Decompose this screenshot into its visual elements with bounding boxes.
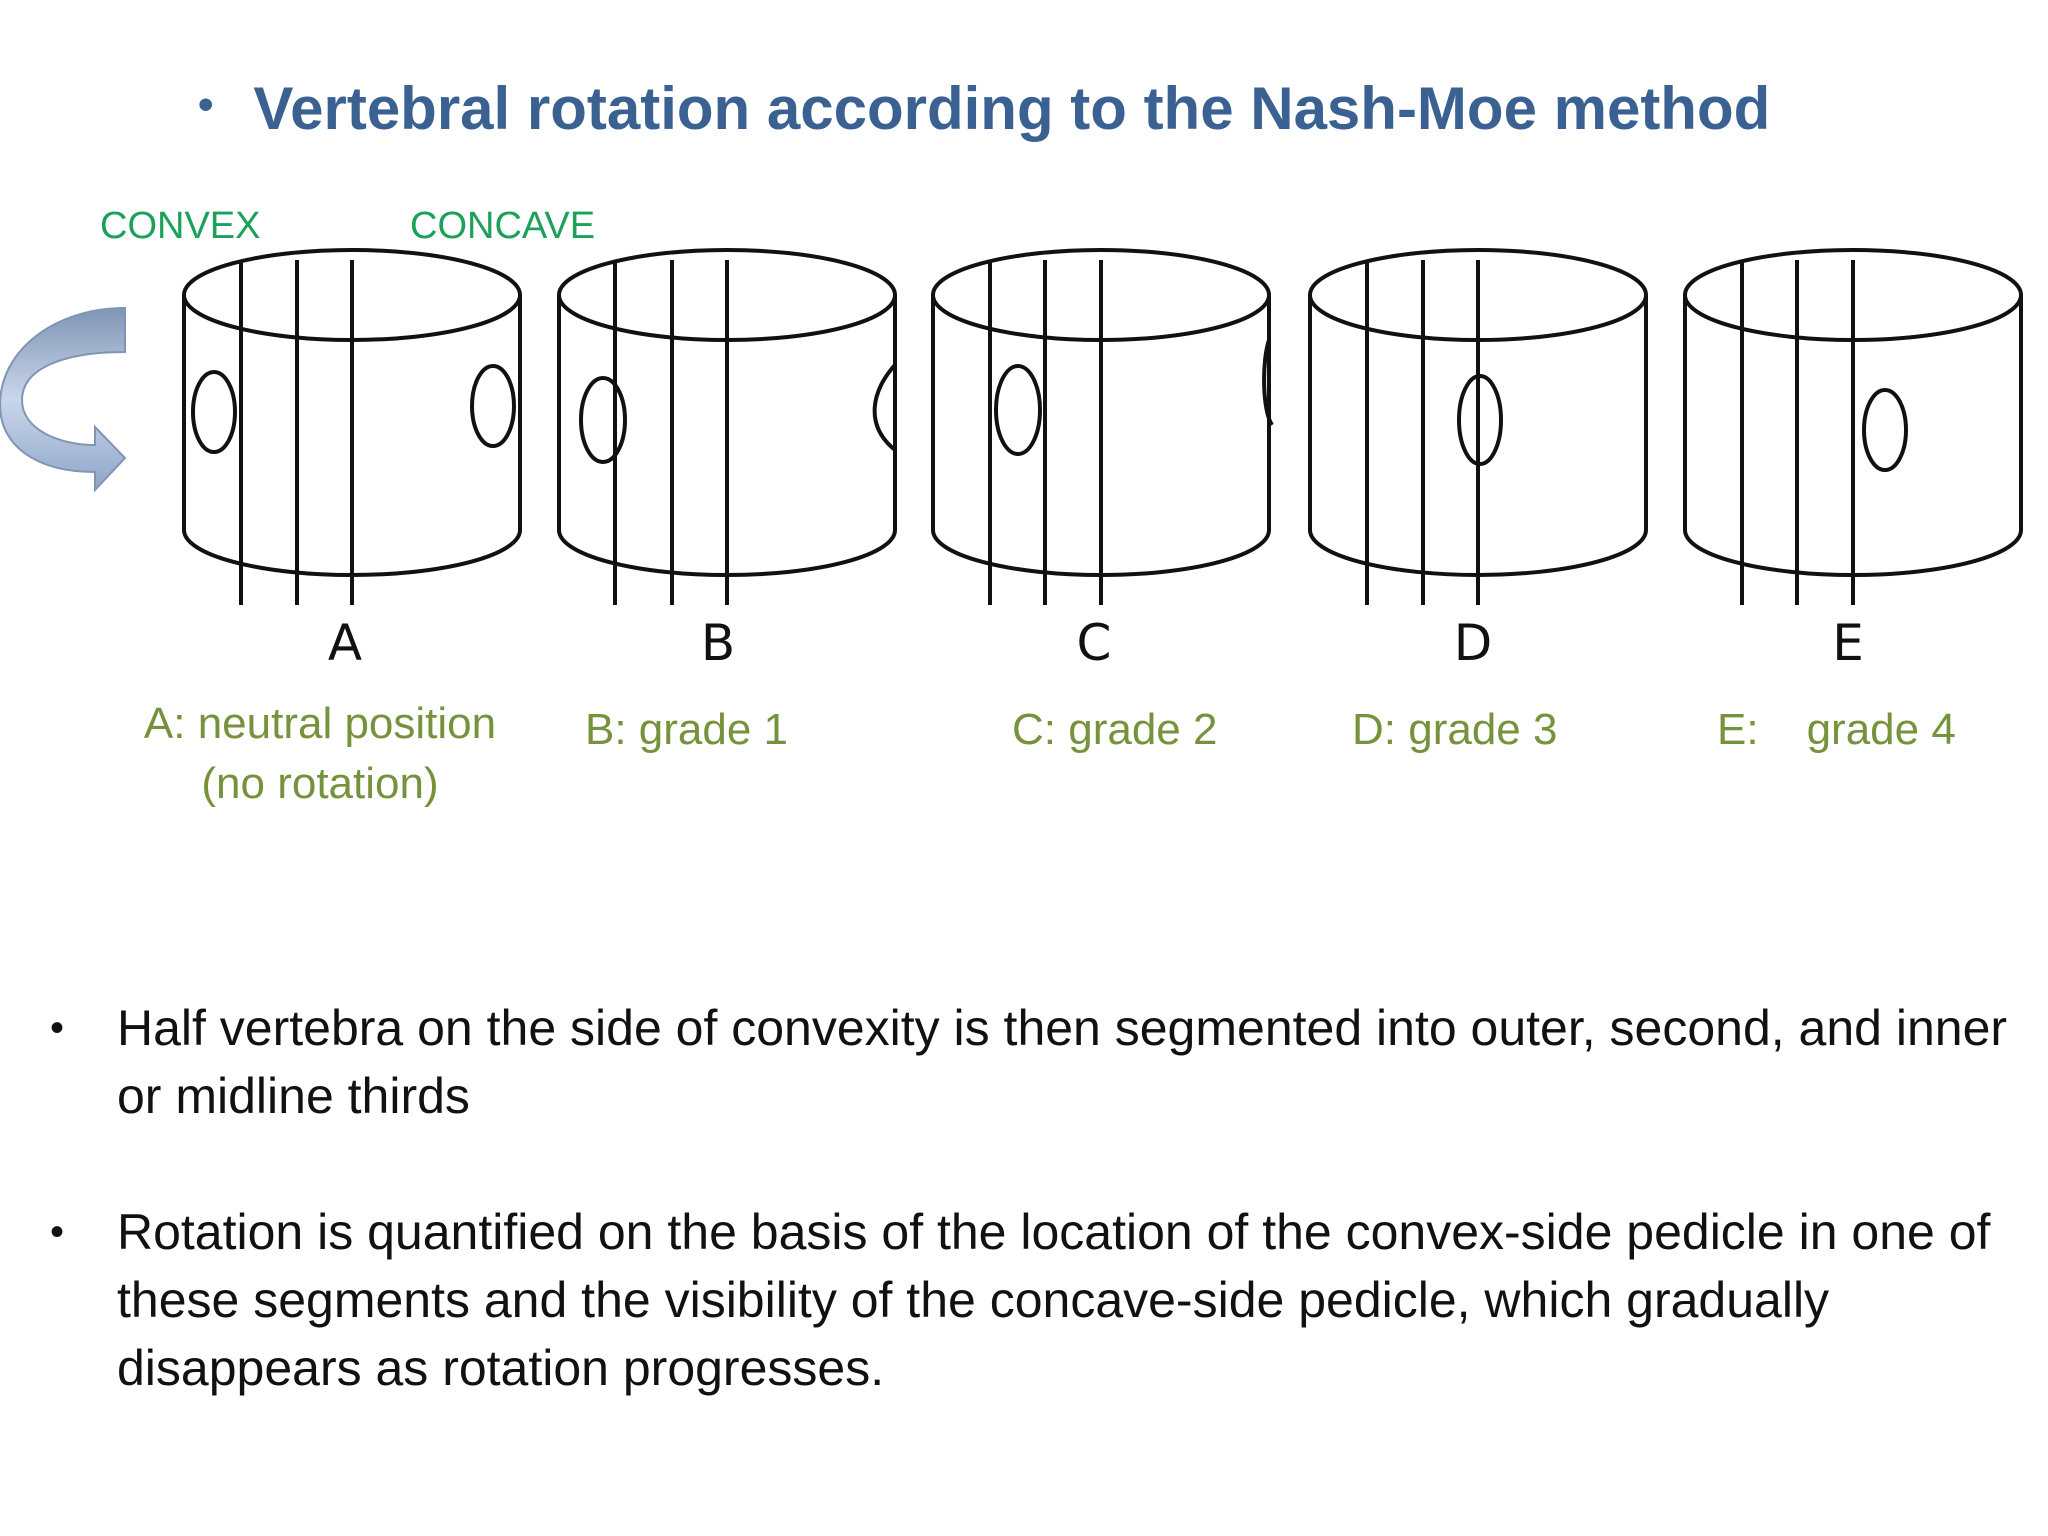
panel-e-vertebra <box>1683 248 2023 605</box>
concave-label: CONCAVE <box>410 205 596 247</box>
bullet-item: • Half vertebra on the side of convexity… <box>50 994 2030 1130</box>
caption-a-line1: A: neutral position <box>143 699 497 748</box>
panel-a-vertebra <box>182 248 522 605</box>
panel-e-letter: E <box>1832 614 1864 672</box>
panel-d-letter: D <box>1454 614 1493 672</box>
caption-d: D: grade 3 <box>1352 705 1558 754</box>
panel-a-letter: A <box>328 614 362 672</box>
panel-b-vertebra <box>557 248 897 605</box>
caption-e: E: grade 4 <box>1717 700 1956 760</box>
panel-c-letter: C <box>1077 614 1112 672</box>
convex-label: CONVEX <box>100 205 261 247</box>
caption-e-prefix: E: <box>1717 705 1759 754</box>
caption-a: A: neutral position (no rotation) <box>120 694 520 814</box>
caption-c: C: grade 2 <box>1012 705 1218 754</box>
rotation-arrow-icon <box>0 306 127 493</box>
title-text: Vertebral rotation according to the Nash… <box>253 75 1771 142</box>
bullet-dot: • <box>50 1006 65 1050</box>
caption-e-grade: grade 4 <box>1806 705 1956 754</box>
panel-d-vertebra <box>1308 248 1648 605</box>
title-bullet: • <box>198 79 214 129</box>
slide-title: • Vertebral rotation according to the Na… <box>198 74 1770 143</box>
bullet-dot: • <box>50 1210 65 1254</box>
panel-c-vertebra <box>931 248 1274 605</box>
panel-b-letter: B <box>701 614 735 672</box>
caption-a-line2: (no rotation) <box>201 759 439 808</box>
bullet-list: • Half vertebra on the side of convexity… <box>50 994 2030 1470</box>
vertebra-diagram: A B C <box>0 248 2023 672</box>
bullet-text: Half vertebra on the side of convexity i… <box>117 1000 2008 1124</box>
caption-b: B: grade 1 <box>585 705 789 754</box>
bullet-text: Rotation is quantified on the basis of t… <box>117 1204 1991 1396</box>
bullet-item: • Rotation is quantified on the basis of… <box>50 1198 2030 1402</box>
